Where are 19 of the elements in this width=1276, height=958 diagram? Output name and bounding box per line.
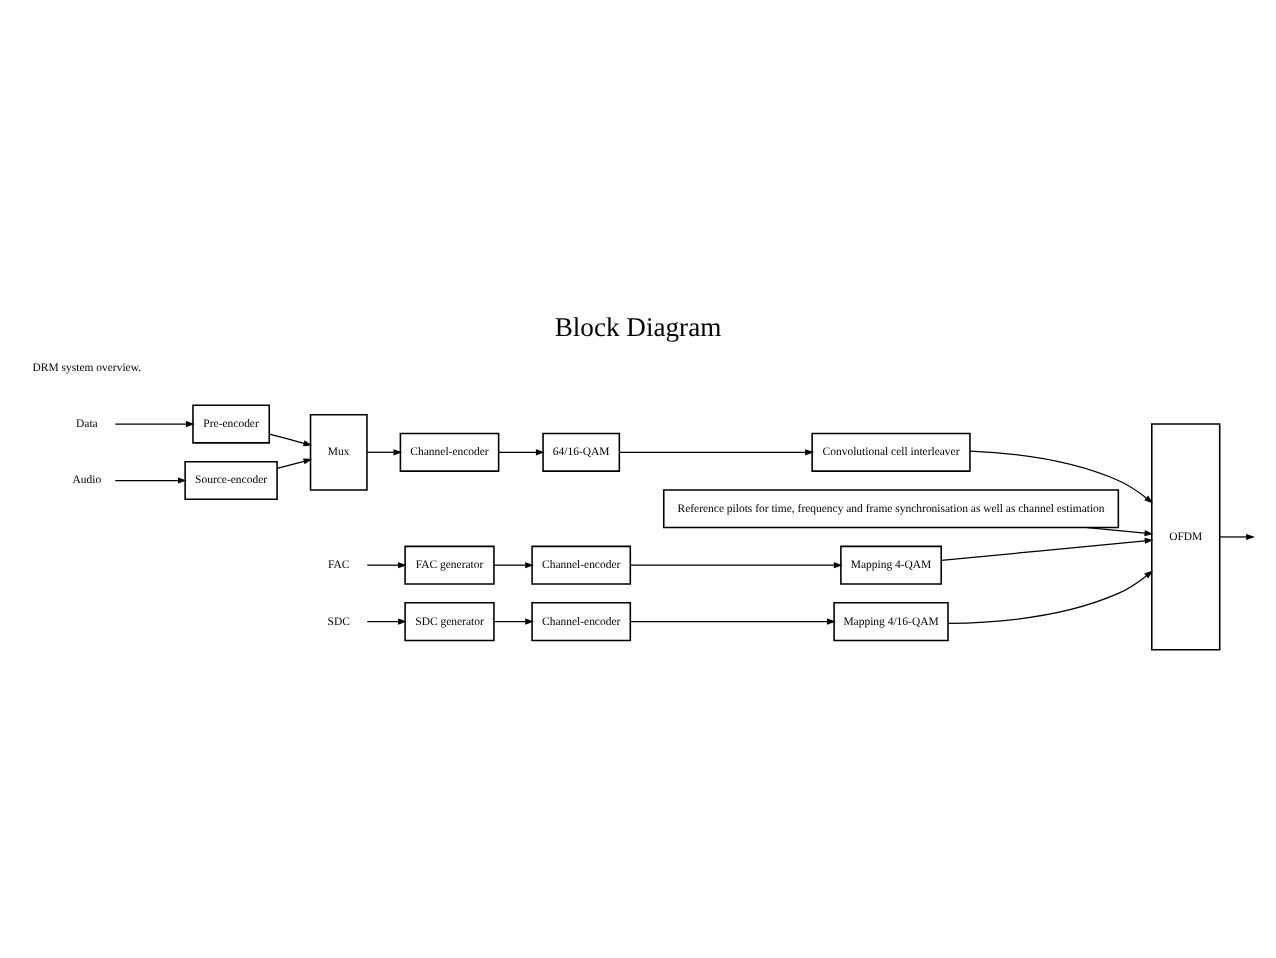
arrow <box>114 476 187 483</box>
diagram-title: Block Diagram <box>554 311 722 342</box>
arrow <box>1086 525 1154 536</box>
arrow <box>366 448 403 455</box>
arrow <box>618 448 814 455</box>
arrow <box>498 448 545 455</box>
arrow <box>276 457 313 469</box>
arrow <box>947 569 1153 623</box>
arrow <box>1219 532 1255 540</box>
arrow <box>366 561 407 568</box>
arrow <box>366 617 407 624</box>
arrow <box>629 561 843 568</box>
arrow <box>114 420 195 427</box>
arrow <box>268 432 313 446</box>
arrow <box>969 449 1153 503</box>
arrow <box>493 561 534 568</box>
arrow <box>493 617 534 624</box>
arrow <box>629 617 836 624</box>
arrow <box>940 536 1154 561</box>
